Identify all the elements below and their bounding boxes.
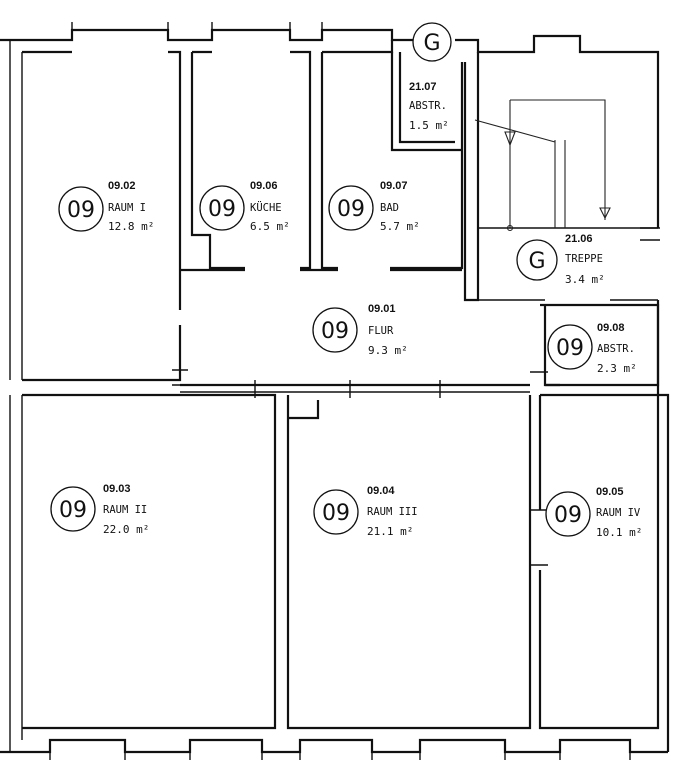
room-name: RAUM II	[103, 504, 147, 516]
room-area: 21.1 m²	[367, 525, 413, 538]
room-name: TREPPE	[565, 253, 603, 265]
room-name: ABSTR.	[409, 100, 447, 112]
zone-code: 09	[59, 498, 87, 523]
room-area: 6.5 m²	[250, 220, 290, 233]
room-number: 09.08	[597, 322, 625, 334]
room-9.08: 09 09.08 ABSTR. 2.3 m²	[547, 322, 637, 375]
zone-code: 09	[67, 198, 95, 223]
room-name: BAD	[380, 202, 399, 214]
room-9.03: 09 09.03 RAUM II 22.0 m²	[50, 483, 149, 536]
room-name: RAUM IV	[596, 507, 641, 519]
outer-walls	[0, 28, 670, 754]
room-area: 10.1 m²	[596, 526, 642, 539]
room-9.06: 09 09.06 KÜCHE 6.5 m²	[199, 180, 290, 233]
room-21.06: G 21.06 TREPPE 3.4 m²	[516, 233, 605, 286]
room-name: FLUR	[368, 325, 394, 337]
room-number: 09.02	[108, 180, 136, 192]
zone-circle-icon	[328, 185, 374, 231]
zone-circle-icon	[312, 307, 358, 353]
zone-circle-icon	[50, 486, 96, 532]
zone-code: 09	[321, 319, 349, 344]
room-area: 3.4 m²	[565, 273, 605, 286]
room-name: RAUM I	[108, 202, 146, 214]
room-number: 09.06	[250, 180, 278, 192]
zone-code: 09	[208, 197, 236, 222]
room-9.01: 09 09.01 FLUR 9.3 m²	[312, 303, 408, 357]
room-name: ABSTR.	[597, 343, 635, 355]
opening-ticks	[49, 22, 660, 760]
room-number: 09.04	[367, 485, 395, 497]
room-9.07: 09 09.07 BAD 5.7 m²	[328, 180, 420, 233]
zone-circle-icon	[516, 239, 558, 281]
zone-code: 09	[322, 501, 350, 526]
room-number: 09.03	[103, 483, 131, 495]
room-name: RAUM III	[367, 506, 418, 518]
room-9.02: 09 09.02 RAUM I 12.8 m²	[58, 180, 154, 233]
interior-walls	[22, 40, 660, 730]
zone-circle-icon	[58, 186, 104, 232]
zone-code: G	[423, 31, 440, 56]
room-number: 09.01	[368, 303, 396, 315]
zone-circle-icon	[545, 491, 591, 537]
zone-circle-icon	[199, 185, 245, 231]
room-area: 1.5 m²	[409, 119, 449, 132]
zone-code: 09	[554, 503, 582, 528]
room-area: 22.0 m²	[103, 523, 149, 536]
zone-code: 09	[556, 336, 584, 361]
room-number: 09.05	[596, 486, 624, 498]
zone-circle-icon	[412, 22, 452, 62]
room-9.05: 09 09.05 RAUM IV 10.1 m²	[545, 486, 642, 539]
room-21.07: G 21.07 ABSTR. 1.5 m²	[409, 22, 452, 132]
room-number: 09.07	[380, 180, 408, 192]
room-area: 12.8 m²	[108, 220, 154, 233]
zone-circle-icon	[313, 489, 359, 535]
zone-circle-icon	[547, 324, 593, 370]
room-name: KÜCHE	[250, 201, 282, 214]
zone-code: 09	[337, 197, 365, 222]
room-area: 9.3 m²	[368, 344, 408, 357]
room-area: 2.3 m²	[597, 362, 637, 375]
staircase	[474, 99, 611, 232]
room-9.04: 09 09.04 RAUM III 21.1 m²	[313, 485, 418, 538]
room-area: 5.7 m²	[380, 220, 420, 233]
room-number: 21.07	[409, 81, 437, 93]
room-number: 21.06	[565, 233, 593, 245]
zone-code: G	[528, 249, 545, 274]
